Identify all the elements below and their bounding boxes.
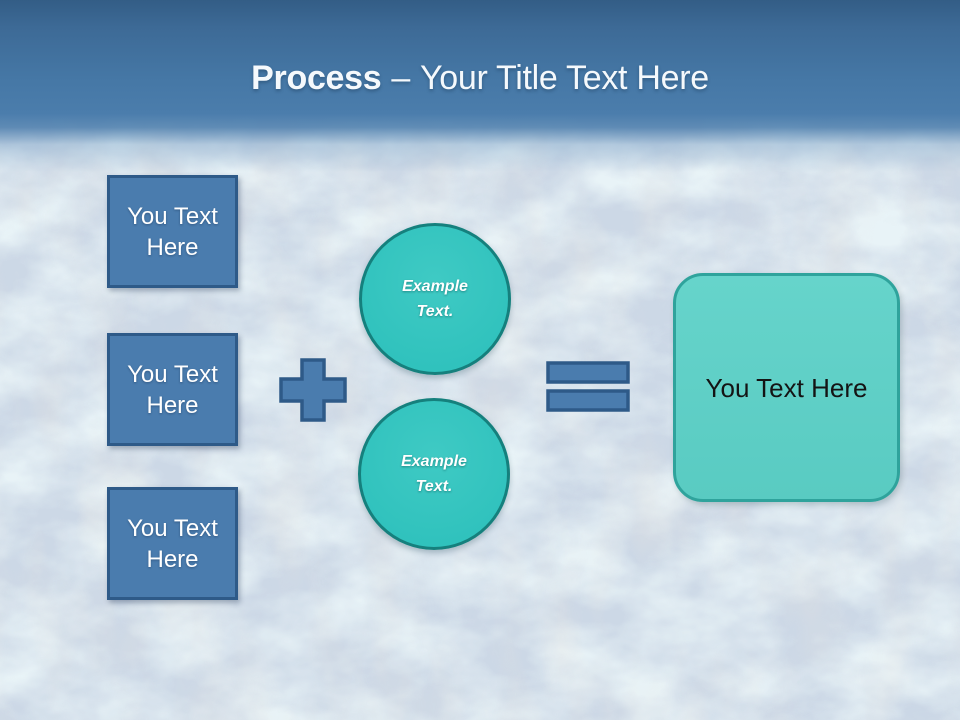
input-box-label: You Text Here — [127, 202, 218, 261]
result-box-label: You Text Here — [705, 372, 868, 403]
title-text: Your Title Text Here — [420, 59, 709, 97]
example-circle-2: Example Text. — [358, 398, 510, 550]
input-box-label: You Text Here — [127, 514, 218, 573]
input-box-label: You Text Here — [127, 360, 218, 419]
input-box-1: You Text Here — [107, 175, 238, 288]
example-circle-label: Example Text. — [401, 453, 467, 495]
example-circle-label: Example Text. — [402, 278, 468, 320]
input-box-3: You Text Here — [107, 487, 238, 600]
input-box-2: You Text Here — [107, 333, 238, 446]
result-box: You Text Here — [673, 273, 900, 502]
title-dash: – — [391, 59, 410, 97]
slide-title: Process – Your Title Text Here — [0, 56, 960, 100]
equals-icon — [546, 361, 630, 412]
title-banner: Process – Your Title Text Here — [0, 0, 960, 172]
plus-icon — [279, 358, 347, 422]
example-circle-1: Example Text. — [359, 223, 511, 375]
title-emphasis: Process — [251, 59, 382, 97]
